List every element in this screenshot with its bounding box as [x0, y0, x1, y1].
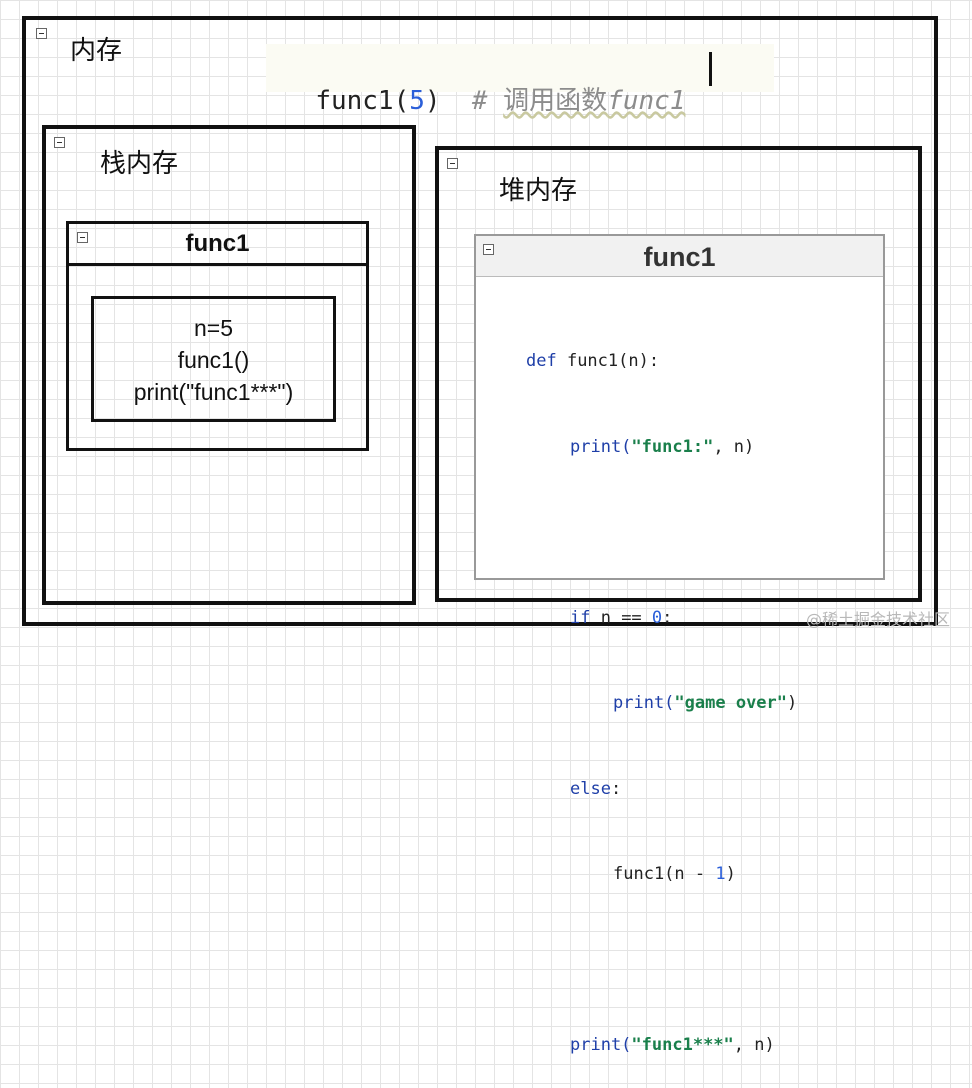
stack-memory-title: 栈内存: [100, 148, 179, 178]
memory-title: 内存: [70, 35, 123, 65]
stack-line: n=5: [193, 315, 233, 341]
heap-memory-title: 堆内存: [499, 175, 578, 205]
call-close: ): [424, 86, 441, 116]
comment-function: func1: [607, 86, 686, 116]
collapse-icon[interactable]: [36, 28, 47, 39]
code-line-blank: [520, 946, 836, 975]
comment-hash: #: [471, 86, 488, 116]
text-cursor: [709, 52, 712, 86]
watermark: @稀土掘金技术社区: [805, 610, 950, 629]
call-argument: 5: [409, 86, 425, 116]
call-code-line: func1(5) # 调用函数func1: [284, 53, 685, 117]
call-function: func1(: [315, 86, 410, 116]
call-code-snippet: [266, 44, 774, 92]
heap-panel-title: func1: [643, 242, 716, 272]
code-line: print("game over"): [613, 693, 798, 713]
heap-panel-header: [476, 236, 883, 277]
collapse-icon[interactable]: [483, 244, 494, 255]
stack-frame-box: [66, 221, 369, 451]
stack-line: func1(): [177, 347, 250, 373]
code-line-blank: [520, 518, 836, 547]
collapse-icon[interactable]: [447, 158, 458, 169]
stack-frame-header-divider: [66, 263, 369, 266]
stack-frame-title: func1: [185, 230, 250, 257]
memory-box: [22, 16, 938, 626]
stack-frame-content: n=5 func1() print("func1***"): [91, 312, 336, 408]
stack-line: print("func1***"): [133, 379, 294, 405]
code-line: print("func1:", n): [570, 436, 755, 457]
code-keyword: def: [526, 351, 557, 371]
code-line: else:: [570, 778, 622, 799]
stack-memory-box: [42, 125, 416, 605]
stack-frame-content-box: [91, 296, 336, 422]
heap-code-block: def func1(n): print("func1:", n) if n ==…: [520, 290, 836, 1055]
code-line: def func1(n):: [526, 351, 660, 371]
code-line: print("func1***", n): [570, 1035, 775, 1055]
heap-memory-box: [435, 146, 922, 602]
code-line: if n == 0:: [570, 607, 673, 628]
collapse-icon[interactable]: [77, 232, 88, 243]
collapse-icon[interactable]: [54, 137, 65, 148]
comment-text: 调用函数: [503, 86, 608, 116]
code-line: func1(n - 1): [613, 864, 736, 884]
